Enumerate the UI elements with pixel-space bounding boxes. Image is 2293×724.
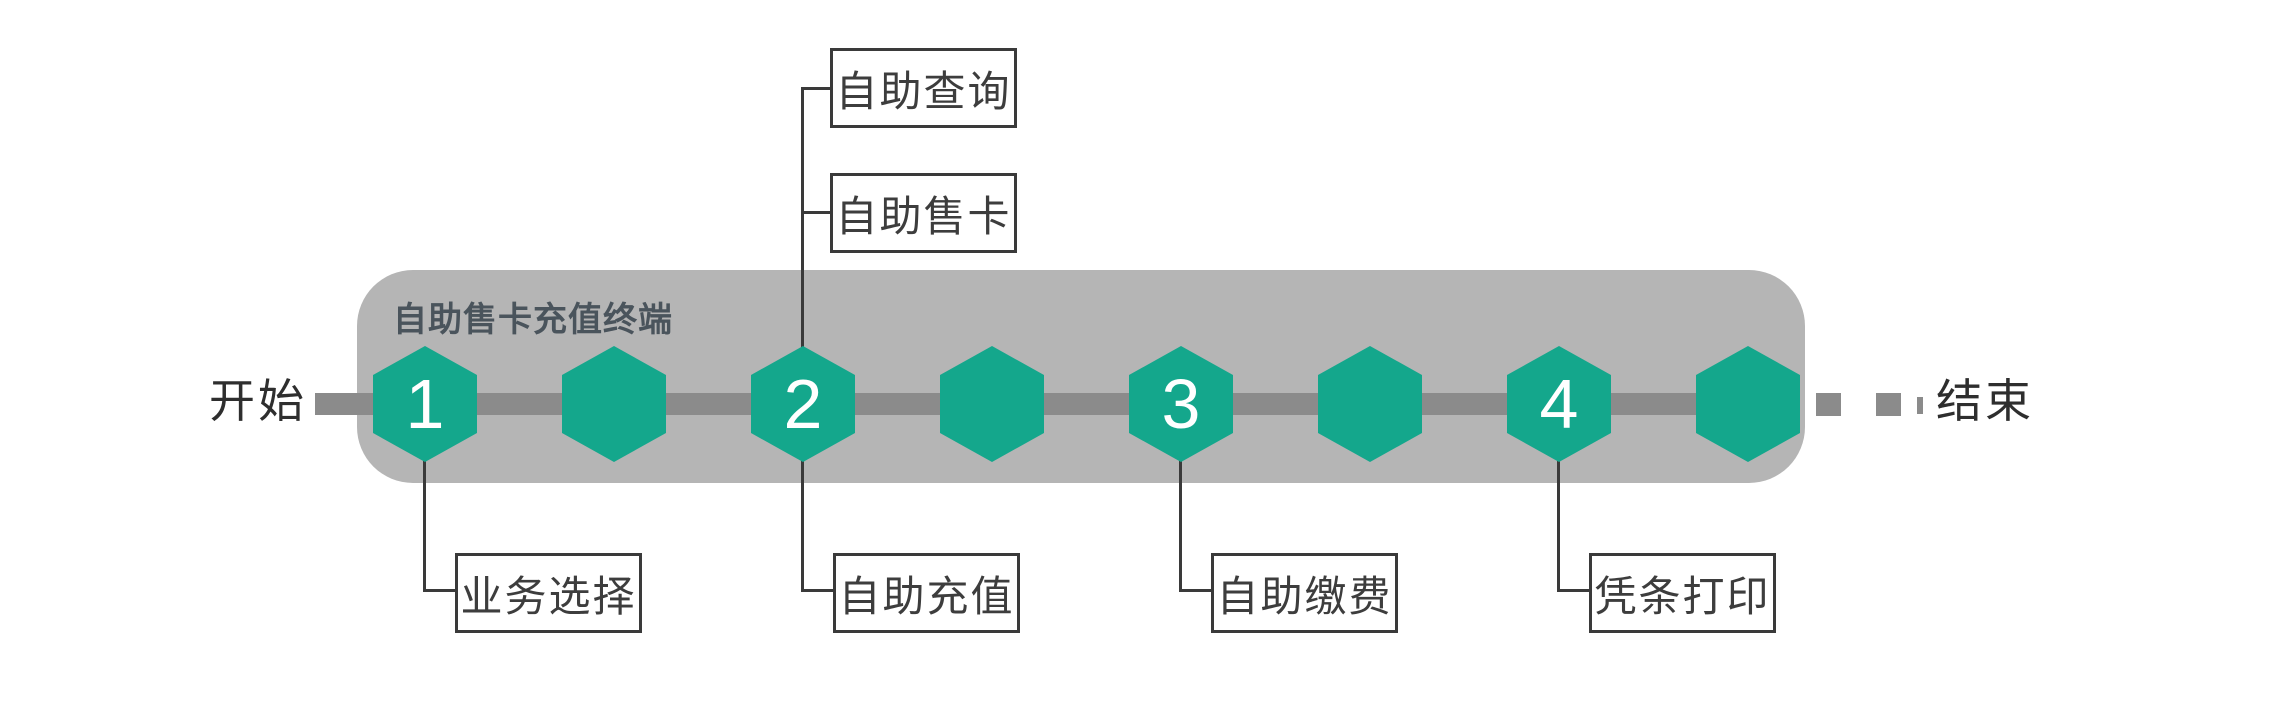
start-label: 开始 xyxy=(209,375,307,427)
label-box-self-payment: 自助缴费 xyxy=(1211,553,1398,633)
timeline-dash-thin xyxy=(1917,397,1923,414)
step-number: 3 xyxy=(1161,365,1201,443)
connector-step2-to-cardsale-box xyxy=(801,211,833,214)
connector-step2-up-vertical xyxy=(801,87,804,350)
hexagon-spacer xyxy=(1318,346,1422,462)
timeline-dash-square xyxy=(1816,393,1841,416)
end-label: 结束 xyxy=(1936,375,2034,427)
label-box-self-query: 自助查询 xyxy=(830,48,1017,128)
terminal-group-title: 自助售卡充值终端 xyxy=(393,301,673,339)
connector-step3-down-vertical xyxy=(1179,461,1182,592)
connector-step2-down-vertical xyxy=(801,461,804,592)
hexagon-spacer xyxy=(1696,346,1800,462)
connector-step4-to-box xyxy=(1557,589,1591,592)
step-number: 2 xyxy=(783,365,823,443)
label-box-receipt-print: 凭条打印 xyxy=(1589,553,1776,633)
label-box-self-recharge: 自助充值 xyxy=(833,553,1020,633)
hexagon-step-3: 3 xyxy=(1129,346,1233,462)
connector-step1-down-vertical xyxy=(423,461,426,592)
connector-step2-to-query-box xyxy=(801,87,833,90)
connector-step4-down-vertical xyxy=(1557,461,1560,592)
connector-step1-to-box xyxy=(423,589,457,592)
step-number: 1 xyxy=(405,365,445,443)
label-box-self-cardsale: 自助售卡 xyxy=(830,173,1017,253)
timeline-dash-square xyxy=(1876,393,1901,416)
hexagon-step-1: 1 xyxy=(373,346,477,462)
step-number: 4 xyxy=(1539,365,1579,443)
connector-step2-to-box xyxy=(801,589,835,592)
hexagon-step-4: 4 xyxy=(1507,346,1611,462)
connector-step3-to-box xyxy=(1179,589,1213,592)
label-box-business-select: 业务选择 xyxy=(455,553,642,633)
